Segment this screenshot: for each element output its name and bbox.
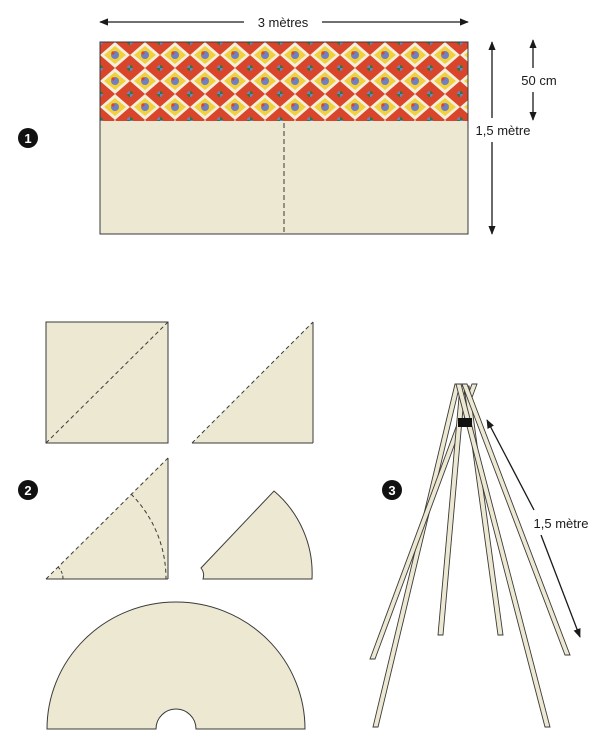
step2-badge xyxy=(18,480,38,500)
pole-6 xyxy=(455,383,551,728)
half-circle-piece xyxy=(46,601,306,730)
step1-badge-number: 1 xyxy=(24,131,31,146)
patterned-band xyxy=(100,42,468,121)
pole-arrow-down xyxy=(540,534,581,638)
cut-sector-piece xyxy=(200,490,313,580)
height-label: 1,5 mètre xyxy=(476,123,531,138)
outer-arc-mark xyxy=(130,493,167,580)
marked-triangle-diagonal xyxy=(45,457,169,580)
fabric-outline xyxy=(99,41,469,235)
plain-fabric xyxy=(100,121,468,234)
inner-arc-mark xyxy=(57,566,64,580)
width-label: 3 mètres xyxy=(258,15,309,30)
step2-badge-number: 2 xyxy=(24,483,31,498)
band-label: 50 cm xyxy=(521,73,556,88)
pole-label: 1,5 mètre xyxy=(534,516,589,531)
step2-group: 2 xyxy=(18,321,314,730)
step1-badge xyxy=(18,128,38,148)
square-diagonal xyxy=(45,321,169,444)
pole-binding xyxy=(458,418,472,427)
step1-group: 1 3 mètres 50 cm 1,5 mètre xyxy=(18,15,557,235)
pole-arrow-up xyxy=(486,419,535,511)
step3-group: 3 1,5 mètre xyxy=(369,383,589,728)
pole-2 xyxy=(369,383,478,660)
pole-5 xyxy=(461,383,571,656)
step3-badge-number: 3 xyxy=(388,483,395,498)
teepee-poles xyxy=(369,383,571,728)
triangle-edge-diagonal xyxy=(191,321,314,444)
step3-badge xyxy=(382,480,402,500)
